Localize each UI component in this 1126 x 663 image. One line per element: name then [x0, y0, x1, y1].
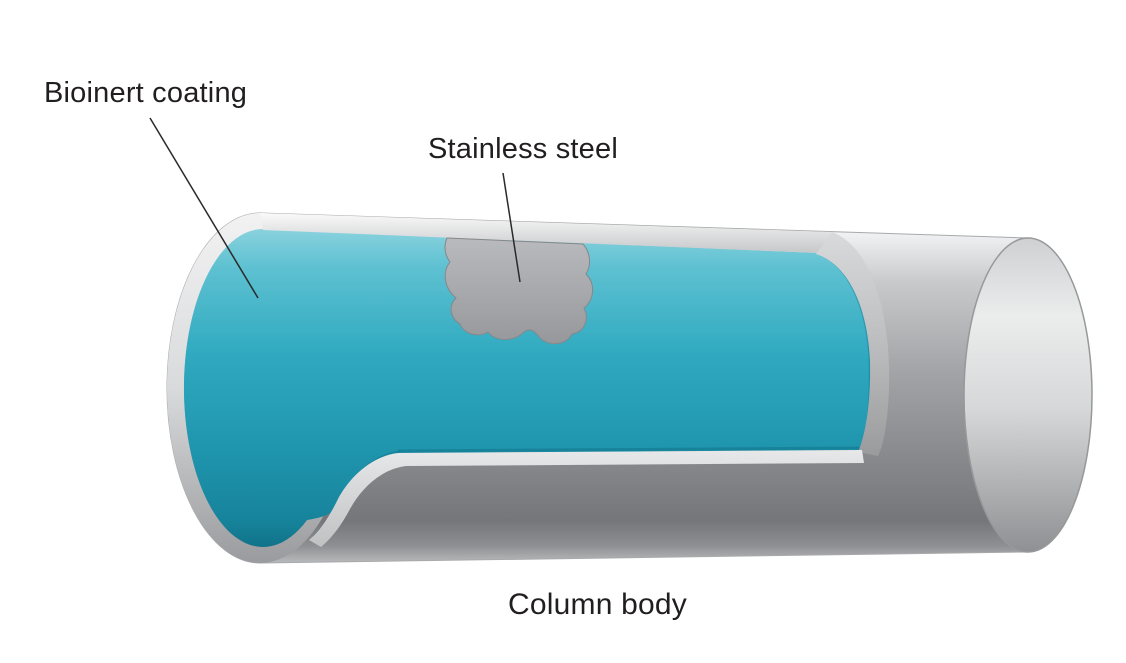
- cut-face-top-strip: [260, 213, 832, 253]
- coating-shadow-step: [397, 446, 863, 453]
- bioinert-coating-surface: [183, 229, 871, 547]
- stainless-steel-leader-line: [502, 172, 521, 283]
- cut-face-step-strip: [309, 450, 864, 547]
- label-bioinert-coating: Bioinert coating: [44, 77, 248, 109]
- label-column-body: Column body: [508, 588, 687, 621]
- stainless-steel-patch: [444, 237, 593, 345]
- label-stainless-steel: Stainless steel: [428, 133, 618, 165]
- cut-face-right-band: [816, 232, 890, 456]
- bioinert-coating-leader-line: [149, 117, 259, 299]
- tube-end-cap: [963, 237, 1093, 553]
